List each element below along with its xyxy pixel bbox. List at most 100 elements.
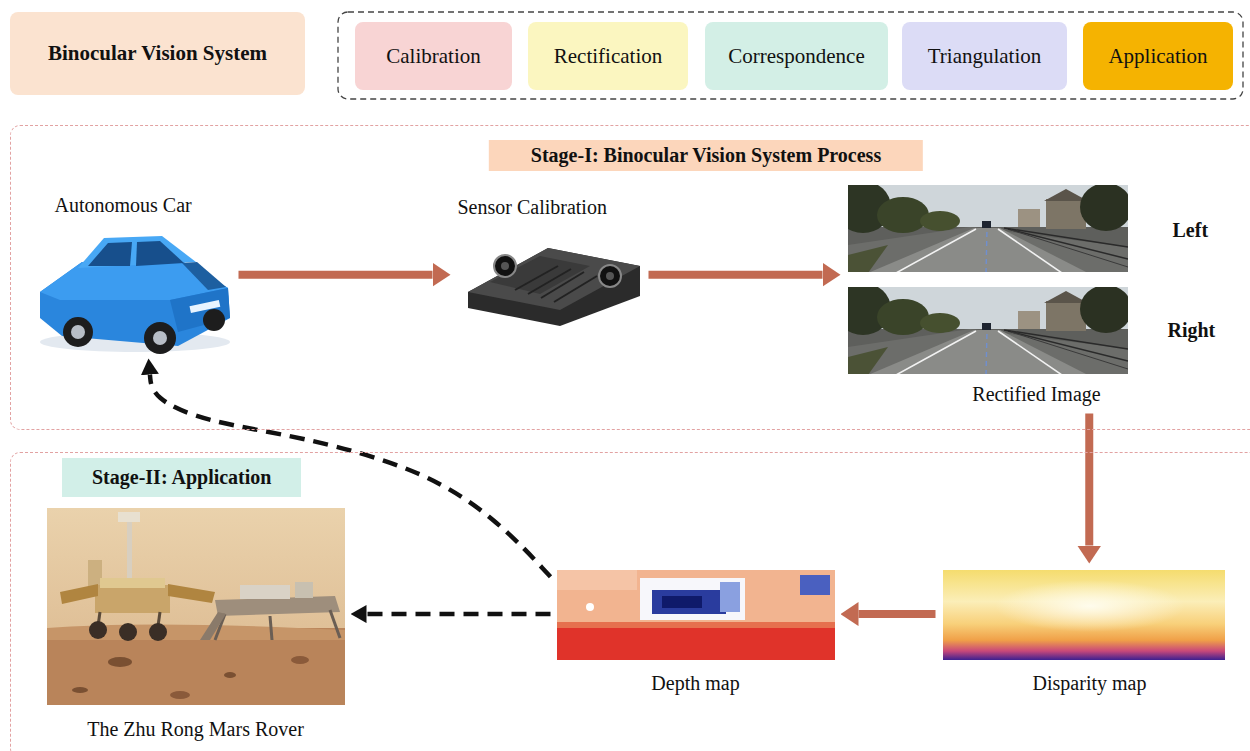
car-figure: [170, 288, 230, 332]
mars-rover-photo: [88, 560, 102, 588]
flow-arrow: [859, 610, 936, 618]
step-box: Correspondence: [705, 22, 888, 90]
text-slot: Binocular Vision System: [10, 12, 305, 95]
text-slot: Left: [1173, 219, 1209, 242]
depth-image: [586, 603, 594, 611]
figure-label: The Zhu Rong Mars Rover: [87, 718, 304, 741]
mars-rover-photo: [270, 616, 272, 640]
stereo-camera-figure: [468, 248, 640, 310]
flow-arrow: [239, 271, 433, 279]
rectified-photos: [835, 181, 1132, 375]
image-side-label: Right: [1168, 319, 1216, 342]
step-box: Application: [1083, 22, 1233, 90]
stage-heading: Stage-I: Binocular Vision System Process: [489, 140, 923, 171]
stereo-camera-figure: [554, 276, 597, 302]
car-figure: [78, 236, 196, 268]
box-label: Calibration: [386, 44, 480, 68]
figure-label: Sensor Calibration: [458, 196, 607, 219]
car-figure: [153, 331, 167, 345]
mars-rover-photo: [127, 516, 132, 586]
mars-rover-photo: [72, 687, 88, 693]
disparity-image: [995, 580, 1185, 632]
text-slot: Disparity map: [1033, 672, 1147, 695]
stage-heading: Stage-II: Application: [62, 458, 301, 497]
text-slot: Application: [1083, 22, 1233, 90]
stereo-camera-figure: [528, 269, 571, 294]
depth-image: [557, 570, 835, 660]
car-figure: [182, 262, 226, 290]
car-figure: [63, 317, 93, 347]
depth-node: Depth map: [555, 568, 837, 701]
text-slot: Rectification: [528, 22, 688, 90]
box-label: Application: [1108, 44, 1207, 68]
car-figure: [40, 260, 230, 346]
box-label: Triangulation: [928, 44, 1042, 68]
car-node: Autonomous Car: [35, 190, 235, 355]
box-label: Correspondence: [728, 44, 864, 68]
mars-rover-photo: [108, 657, 132, 667]
sensor-node: Sensor Calibration: [455, 193, 645, 330]
disparity-image: [943, 570, 1225, 660]
mars-rover-photo: [224, 672, 236, 678]
image-side-label: Left: [1173, 219, 1209, 242]
mars-rover-photo: [295, 582, 313, 598]
box-label: Rectification: [554, 44, 662, 68]
text-slot: Triangulation: [902, 22, 1067, 90]
mars-rover-photo: [47, 508, 345, 705]
title-box: Binocular Vision System: [10, 12, 305, 95]
text-slot: Sensor Calibration: [458, 196, 607, 219]
rover-node: The Zhu Rong Mars Rover: [45, 506, 347, 749]
step-box: Triangulation: [902, 22, 1067, 90]
mars-rover-photo: [291, 656, 309, 664]
text-slot: Autonomous Car: [55, 194, 192, 217]
mars-rover-photo: [330, 610, 340, 638]
mars-rover-photo: [100, 578, 165, 588]
text-slot: Calibration: [355, 22, 512, 90]
depth-image: [652, 590, 726, 614]
rectified-node: LeftRightRectified Image: [845, 183, 1230, 410]
car-figure: [40, 236, 230, 354]
mars-rover-photo: [168, 584, 215, 603]
depth-image: [662, 596, 702, 608]
stereo-camera-figure: [468, 248, 640, 326]
depth-image: [720, 582, 740, 612]
disparity-image: [943, 570, 1225, 660]
figure-label: Disparity map: [1033, 672, 1147, 695]
stage-region: The Zhu Rong Mars Rover Depth map Disparit…: [10, 452, 1250, 751]
stereo-camera-figure: [501, 262, 509, 270]
step-box: Rectification: [528, 22, 688, 90]
stereo-camera-figure: [541, 272, 584, 298]
flow-arrow: [649, 271, 823, 279]
depth-image: [800, 575, 830, 595]
mars-rover-photo: [118, 512, 140, 522]
text-slot: Stage-II: Application: [62, 458, 301, 497]
text-slot: Depth map: [651, 672, 739, 695]
depth-image: [557, 570, 835, 660]
mars-rover-photo: [119, 623, 137, 641]
mars-rover-photo: [170, 691, 190, 699]
disparity-node: Disparity map: [940, 568, 1228, 701]
car-figure: [136, 241, 184, 266]
text-slot: Stage-I: Binocular Vision System Process: [489, 140, 923, 171]
text-slot: Correspondence: [705, 22, 888, 90]
figure-label: Rectified Image: [972, 383, 1100, 406]
text-slot: Right: [1168, 319, 1216, 342]
rectified-photos: [835, 181, 1132, 273]
car-figure: [144, 322, 176, 354]
mars-rover-photo: [89, 621, 107, 639]
mars-rover-photo: [60, 584, 98, 604]
mars-rover-photo: [240, 585, 290, 599]
car-figure: [203, 309, 225, 331]
flow-arrow: [1085, 414, 1093, 546]
mars-rover-photo: [47, 508, 345, 705]
dashed-arrow: [367, 612, 551, 617]
mars-rover-photo: [149, 623, 167, 641]
box-label: Binocular Vision System: [48, 41, 267, 65]
text-slot: The Zhu Rong Mars Rover: [87, 718, 304, 741]
depth-image: [640, 578, 745, 620]
text-slot: Rectified Image: [972, 383, 1100, 406]
